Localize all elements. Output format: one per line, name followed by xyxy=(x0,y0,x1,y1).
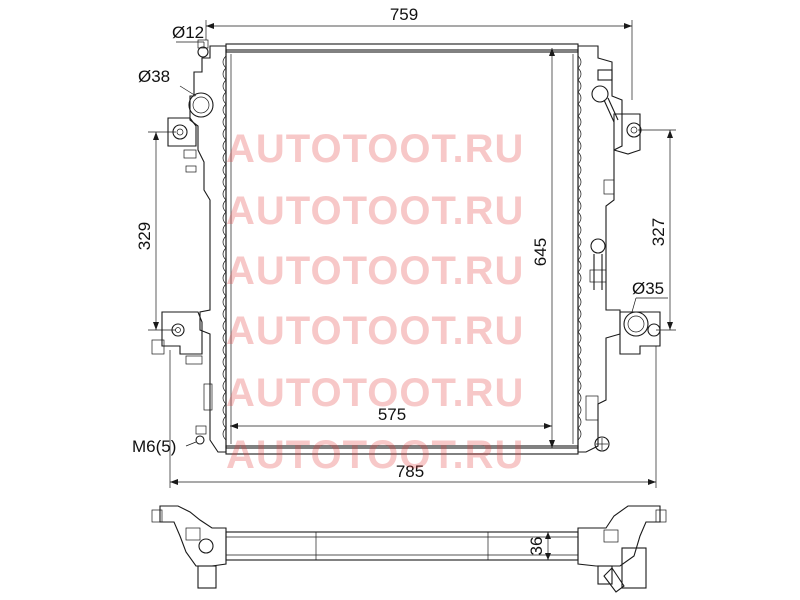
right-tank xyxy=(577,45,623,453)
dim-inlet-diameter: Ø38 xyxy=(138,67,170,86)
dim-overall-width-top: 759 xyxy=(390,5,418,24)
watermark-line-6: AUTOTOOT.RU xyxy=(226,433,524,477)
right-tank-scallops xyxy=(577,55,582,441)
dim-vent-diameter: Ø12 xyxy=(172,23,204,42)
dim-right-mount-spacing: 327 xyxy=(649,218,668,246)
watermark-line-1: AUTOTOOT.RU xyxy=(226,127,524,171)
dim-drain-thread: M6(5) xyxy=(132,437,176,456)
dim-left-mount-spacing: 329 xyxy=(135,222,154,250)
drain-plug xyxy=(195,425,207,445)
plan-view xyxy=(151,505,667,593)
watermark-line-5: AUTOTOOT.RU xyxy=(226,371,524,415)
dim-outlet-diameter: Ø35 xyxy=(632,279,664,298)
dimension-lines xyxy=(148,20,676,488)
left-lower-mount xyxy=(151,311,213,411)
plan-left-tank xyxy=(159,505,227,567)
watermark: AUTOTOOT.RU AUTOTOOT.RU AUTOTOOT.RU AUTO… xyxy=(226,127,524,477)
left-tank xyxy=(189,45,227,453)
dim-core-height: 645 xyxy=(531,238,550,266)
dim-core-width: 575 xyxy=(378,405,406,424)
watermark-line-3: AUTOTOOT.RU xyxy=(226,249,524,293)
dim-thickness: 36 xyxy=(527,537,546,556)
right-upper-mount xyxy=(591,69,642,195)
outlet-pipe xyxy=(585,311,661,421)
watermark-line-4: AUTOTOOT.RU xyxy=(226,309,524,353)
right-drain xyxy=(594,436,610,452)
plan-core xyxy=(225,531,579,561)
dimension-labels: 759 645 575 785 329 327 Ø12 Ø38 Ø35 M6(5… xyxy=(132,5,668,555)
inlet-pipe xyxy=(188,92,214,118)
right-sensor xyxy=(589,238,607,290)
vent-port xyxy=(197,46,209,58)
dim-overall-width-bottom: 785 xyxy=(396,462,424,481)
watermark-line-2: AUTOTOOT.RU xyxy=(226,189,524,233)
left-tank-scallops xyxy=(222,55,227,441)
plan-right-tank xyxy=(577,505,661,567)
left-upper-mount xyxy=(167,117,197,173)
